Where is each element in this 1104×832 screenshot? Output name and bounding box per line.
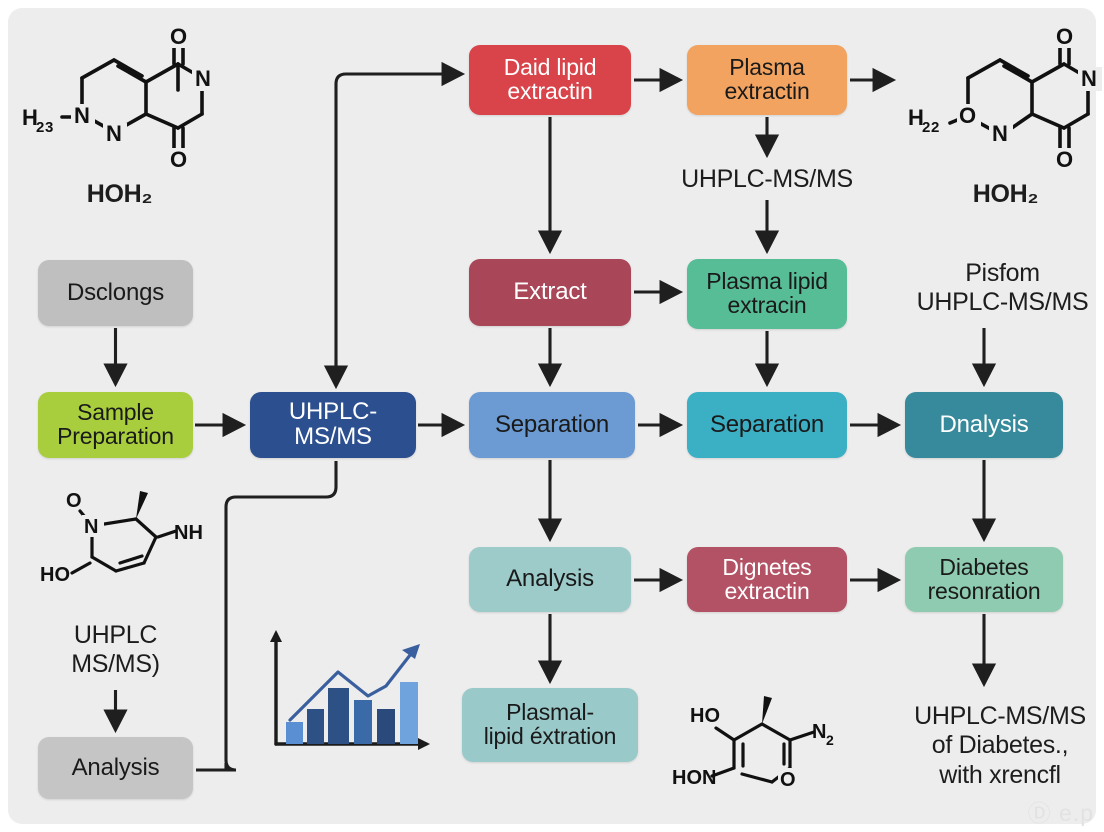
node-diabetes-resonration[interactable]: Diabetes resonration: [905, 547, 1063, 612]
chart-bars: [286, 682, 418, 744]
edge-uhplc-elbow-tail: [196, 763, 226, 770]
svg-text:O: O: [66, 490, 82, 512]
node-dsclongs[interactable]: Dsclongs: [38, 260, 193, 326]
node-label-analysis-left: Analysis: [71, 753, 160, 781]
diabetes-footer-label: UHPLC-MS/MS of Diabetes., with xrencfl: [914, 701, 1086, 789]
node-label-uhplc-msms-main: UHPLC-MS/MS: [288, 398, 378, 450]
node-dignetes-extractin[interactable]: Dignetes extractin: [687, 547, 847, 612]
svg-text:HO: HO: [40, 564, 70, 586]
edge-uhplc-elbow-to-daid: [336, 61, 466, 385]
node-label-separation-1: Separation: [494, 410, 610, 438]
node-label-sample-preparation: Sample Preparation: [57, 399, 174, 449]
node-analysis-left[interactable]: Analysis: [38, 737, 193, 799]
chem-bottom-mid: HO O HON N 2: [672, 696, 834, 791]
svg-text:2: 2: [36, 119, 44, 136]
svg-text:N: N: [106, 121, 122, 146]
methyl-wedge-bottom: [762, 696, 772, 724]
svg-text:O: O: [780, 769, 796, 791]
node-extract[interactable]: Extract: [469, 259, 631, 326]
hoh2-left-caption: HOH₂: [86, 180, 153, 209]
uhplc-left-label: UHPLC MS/MS): [71, 620, 160, 679]
node-daid-lipid-extractin[interactable]: Daid lipid extractin: [469, 45, 631, 115]
bar-chart-icon: [270, 630, 430, 750]
svg-text:HO: HO: [690, 705, 720, 727]
node-analysis-mid[interactable]: Analysis: [469, 547, 631, 612]
chem-top-left: N N N O O H 2 3: [22, 28, 216, 172]
svg-text:O: O: [1056, 28, 1073, 49]
svg-text:HON: HON: [672, 767, 716, 789]
node-label-dnalysis: Dnalysis: [939, 410, 1029, 438]
svg-text:2: 2: [922, 119, 930, 136]
svg-text:NH: NH: [174, 522, 203, 544]
svg-text:2: 2: [931, 119, 939, 136]
svg-text:N: N: [992, 121, 1008, 146]
node-label-separation-2: Separation: [709, 410, 825, 438]
svg-text:N: N: [84, 516, 98, 538]
node-sample-preparation[interactable]: Sample Preparation: [38, 392, 193, 458]
watermark: Ⓓ e.p: [1027, 800, 1094, 826]
node-label-diabetes-resonration: Diabetes resonration: [927, 553, 1041, 604]
svg-text:H: H: [908, 105, 924, 130]
node-plasma-lipid-extracin[interactable]: Plasma lipid extracin: [687, 259, 847, 329]
chem-mid-left: N O NH HO: [40, 490, 203, 586]
node-label-plasmal-lipid-extration: Plasmal- lipid éxtration: [483, 699, 617, 749]
edge-uhplc-elbow-to-analysisleft: [196, 461, 336, 770]
svg-text:H: H: [22, 105, 38, 130]
svg-text:O: O: [170, 147, 187, 172]
node-label-plasma-lipid-extracin: Plasma lipid extracin: [706, 268, 828, 318]
node-plasmal-lipid-extration[interactable]: Plasmal- lipid éxtration: [462, 688, 638, 762]
chem-top-right: O N N O O H 2 2: [908, 28, 1102, 172]
svg-text:N: N: [1081, 66, 1097, 91]
node-label-extract: Extract: [513, 278, 587, 306]
svg-text:N: N: [74, 103, 90, 128]
methyl-wedge-left: [136, 491, 148, 519]
node-dnalysis[interactable]: Dnalysis: [905, 392, 1063, 458]
node-label-dsclongs: Dsclongs: [66, 278, 165, 306]
svg-text:N: N: [195, 66, 211, 91]
svg-text:O: O: [959, 103, 976, 128]
node-label-daid-lipid-extractin: Daid lipid extractin: [503, 54, 597, 104]
node-plasma-extractin[interactable]: Plasma extractin: [687, 45, 847, 115]
node-label-plasma-extractin: Plasma extractin: [724, 54, 810, 104]
svg-text:O: O: [170, 28, 187, 49]
node-label-analysis-mid: Analysis: [506, 565, 594, 593]
uhplc-msms-top-label: UHPLC-MS/MS: [681, 165, 853, 194]
svg-text:O: O: [1056, 147, 1073, 172]
svg-text:N: N: [812, 721, 826, 743]
svg-text:2: 2: [826, 732, 834, 748]
chart-trend-line: [288, 648, 416, 722]
node-separation-1[interactable]: Separation: [469, 392, 635, 458]
hoh2-right-caption: HOH₂: [972, 180, 1039, 209]
node-uhplc-msms-main[interactable]: UHPLC-MS/MS: [250, 392, 416, 458]
svg-text:3: 3: [45, 119, 53, 136]
node-label-dignetes-extractin: Dignetes extractin: [722, 553, 812, 604]
pisfom-uhplc-label: Pisfom UHPLC-MS/MS: [916, 258, 1089, 317]
node-separation-2[interactable]: Separation: [687, 392, 847, 458]
